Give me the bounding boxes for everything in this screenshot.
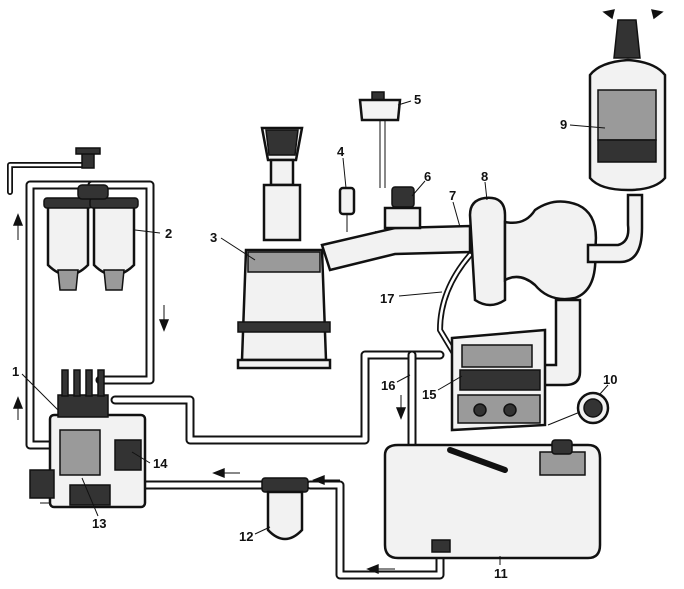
air-cleaner xyxy=(236,126,332,370)
leader-lines xyxy=(21,100,609,565)
turbocharger xyxy=(468,196,598,307)
callout-5: 5 xyxy=(414,92,421,107)
arrow-up-left-lower xyxy=(12,396,24,420)
intake-pipe xyxy=(320,224,472,272)
silencer xyxy=(588,9,667,192)
callout-3: 3 xyxy=(210,230,217,245)
callout-17: 17 xyxy=(380,291,394,306)
callout-labels: 1 2 3 4 5 6 7 8 9 10 11 12 13 14 15 16 1… xyxy=(12,92,617,581)
injection-pump xyxy=(29,369,147,509)
arrow-left-supply-2 xyxy=(312,474,340,486)
callout-14: 14 xyxy=(153,456,168,471)
callout-2: 2 xyxy=(165,226,172,241)
callout-10: 10 xyxy=(603,372,617,387)
fuel-gauge xyxy=(547,391,610,426)
coarse-fuel-filter xyxy=(261,477,309,541)
expansion-tank xyxy=(358,91,402,188)
exhaust-pipe xyxy=(586,193,644,264)
callout-15: 15 xyxy=(422,387,436,402)
callout-7: 7 xyxy=(449,188,456,203)
callout-13: 13 xyxy=(92,516,106,531)
fuel-pipelines xyxy=(7,162,473,580)
arrow-left-tank-outlet xyxy=(366,563,395,575)
fine-fuel-filters xyxy=(43,147,139,291)
callout-12: 12 xyxy=(239,529,253,544)
callout-11: 11 xyxy=(494,566,508,581)
fuel-tank xyxy=(383,439,602,560)
intake-sensor xyxy=(338,186,356,232)
callout-9: 9 xyxy=(560,117,567,132)
arrow-up-left-line xyxy=(12,213,24,240)
callout-16: 16 xyxy=(381,378,395,393)
callout-8: 8 xyxy=(481,169,488,184)
arrow-left-supply-1 xyxy=(212,467,240,479)
callout-1: 1 xyxy=(12,364,19,379)
arrow-down-return xyxy=(395,395,407,420)
callout-4: 4 xyxy=(337,144,345,159)
arrow-down-right-line xyxy=(158,305,170,332)
intake-valve xyxy=(383,186,422,230)
engine-head xyxy=(450,328,547,432)
callout-6: 6 xyxy=(424,169,431,184)
